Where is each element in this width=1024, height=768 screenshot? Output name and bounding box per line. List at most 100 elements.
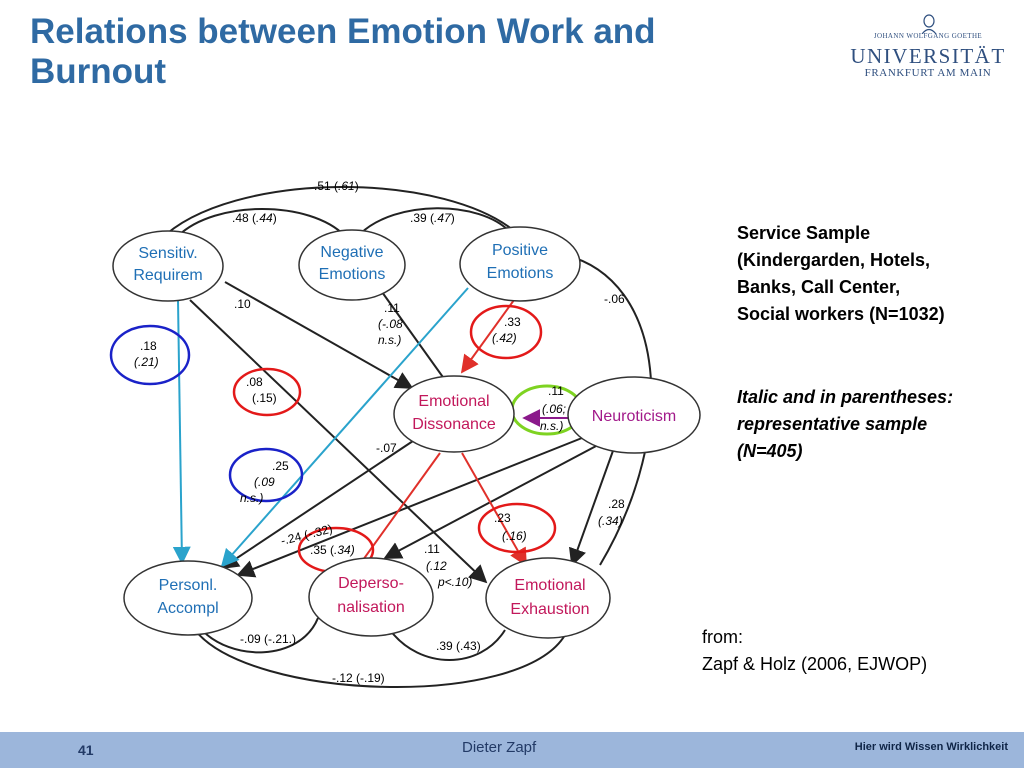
sample-line: Social workers (N=1032)	[737, 304, 945, 324]
arrow-ed-dp	[348, 452, 441, 580]
coefficient-label: (.42)	[492, 331, 517, 345]
arrow-sr-ed	[224, 281, 414, 389]
coefficient-label: (.21)	[134, 355, 159, 369]
highlight-circle	[109, 324, 191, 386]
coefficient-label: -.06	[604, 292, 625, 306]
coefficient-label: .08	[246, 375, 263, 389]
highlight-circle	[477, 502, 557, 554]
note-line: Italic and in parentheses:	[737, 387, 954, 407]
coefficient-label: (.16)	[502, 529, 527, 543]
correlation-arc-pa-exh	[194, 629, 566, 688]
highlight-circle	[228, 447, 304, 503]
source-line: Zapf & Holz (2006, EJWOP)	[702, 654, 928, 674]
node-label: Emotional	[514, 577, 585, 594]
coefficient-label: n.s.)	[540, 419, 563, 433]
coefficient-label: .10	[234, 297, 251, 311]
arrow-neu-dp	[383, 444, 599, 559]
arrow-pe-ed	[460, 299, 515, 374]
author-name: Dieter Zapf	[462, 739, 537, 756]
coefficient-label: .18	[140, 339, 157, 353]
highlight-circle	[469, 304, 543, 360]
coefficient-label: .28	[608, 497, 625, 511]
node-label: nalisation	[337, 599, 405, 616]
arrow-sr-pa	[172, 299, 191, 565]
source-citation: from: Zapf & Holz (2006, EJWOP)	[702, 624, 927, 678]
page-number: 41	[78, 742, 94, 758]
coefficient-label: (-.08	[378, 317, 403, 331]
arrow-neu-pa	[236, 437, 583, 578]
logo-line-1: JOHANN WOLFGANG GOETHE	[873, 32, 983, 40]
coefficient-label: .33	[504, 315, 521, 329]
sample-line: (Kindergarden, Hotels,	[737, 250, 931, 270]
node-label: Deperso-	[338, 575, 404, 592]
node-sensitivity-requirements: Sensitiv. Requirem	[112, 230, 224, 302]
coefficient-label: .11	[548, 384, 564, 398]
coefficient-label: -.09 (-.21.)	[240, 632, 296, 646]
coefficient-label: .11	[384, 301, 400, 315]
logo-line-2: UNIVERSITÄT	[850, 44, 1006, 68]
node-positive-emotions: Positive Emotions	[459, 226, 581, 302]
coefficient-label: -.07	[376, 441, 397, 455]
correlation-arc-sr-pe	[159, 186, 521, 241]
slide-title: Relations between Emotion Work and Burno…	[30, 12, 656, 91]
node-personal-accomplishment: Personl. Accompl	[123, 560, 253, 636]
node-label: Emotions	[487, 265, 554, 282]
arrow-neu-exh	[569, 447, 615, 567]
arrow-ne-ed-link	[381, 291, 446, 381]
node-label: Personl.	[159, 577, 218, 594]
coefficient-label: (.15)	[252, 391, 277, 405]
node-label: Accompl	[157, 600, 218, 617]
university-logo: JOHANN WOLFGANG GOETHE UNIVERSITÄT FRANK…	[848, 14, 1008, 84]
node-label: Emotional	[418, 393, 489, 410]
correlation-arc-dp-exh	[389, 629, 506, 661]
node-emotional-exhaustion: Emotional Exhaustion	[485, 557, 611, 639]
coefficient-label: .39 (.43)	[436, 639, 481, 653]
coefficient-label: (.34)	[598, 514, 623, 528]
sample-description: Service Sample (Kindergarden, Hotels, Ba…	[737, 220, 945, 328]
coefficient-label: .48 (.44)	[232, 211, 277, 225]
footer-bar: 41 Dieter Zapf Hier wird Wissen Wirklich…	[0, 732, 1024, 768]
node-depersonalisation: Deperso- nalisation	[308, 557, 434, 637]
arrow-pe-pa	[220, 287, 469, 568]
path-diagram: Sensitiv. Requirem Negative Emotions Pos…	[109, 179, 701, 688]
coefficient-label: -.12 (-.19)	[332, 671, 385, 685]
note-line: (N=405)	[737, 441, 803, 461]
footer-slogan: Hier wird Wissen Wirklichkeit	[854, 741, 1008, 753]
arrow-sr-exh	[189, 299, 488, 584]
coefficient-label: (.12	[426, 559, 447, 573]
node-label: Emotions	[319, 266, 386, 283]
node-label: Sensitiv.	[138, 245, 197, 262]
coefficient-label: (.09	[254, 475, 275, 489]
coefficient-label: n.s.)	[240, 491, 263, 505]
correlation-arc-pe-exh	[564, 254, 653, 566]
coefficient-label: .25	[272, 459, 289, 473]
node-label: Dissonance	[412, 416, 496, 433]
coefficient-label: p<.10)	[437, 575, 472, 589]
coefficient-label: .39 (.47)	[410, 211, 455, 225]
source-line: from:	[702, 627, 744, 647]
node-label: Exhaustion	[510, 601, 589, 618]
arrow-ed-pa	[220, 432, 426, 569]
goethe-portrait-icon	[921, 14, 937, 34]
logo-line-3: FRANKFURT AM MAIN	[864, 67, 992, 79]
node-label: Negative	[320, 244, 383, 261]
coefficient-label: .35 (.34)	[310, 543, 355, 557]
note-line: representative sample	[737, 414, 928, 434]
node-label: Positive	[492, 242, 548, 259]
node-negative-emotions: Negative Emotions	[298, 229, 406, 301]
coefficient-label: .11	[424, 542, 440, 556]
sample-line: Banks, Call Center,	[737, 277, 901, 297]
sample-line: Service Sample	[737, 223, 871, 243]
coefficient-label: .51 (.61)	[314, 179, 359, 193]
coefficient-label: (.06;	[542, 402, 566, 416]
node-neuroticism: Neuroticism	[567, 376, 701, 454]
correlation-arc-sr-ne	[177, 208, 346, 237]
node-label: Requirem	[133, 267, 202, 284]
highlight-circle	[232, 367, 302, 417]
coefficient-label: n.s.)	[378, 333, 401, 347]
node-label: Neuroticism	[592, 408, 676, 425]
correlation-arc-pa-dp	[199, 617, 319, 654]
coefficient-label: .23	[494, 511, 511, 525]
representative-sample-note: Italic and in parentheses: representativ…	[737, 384, 953, 465]
correlation-arc-ne-pe	[359, 207, 511, 235]
